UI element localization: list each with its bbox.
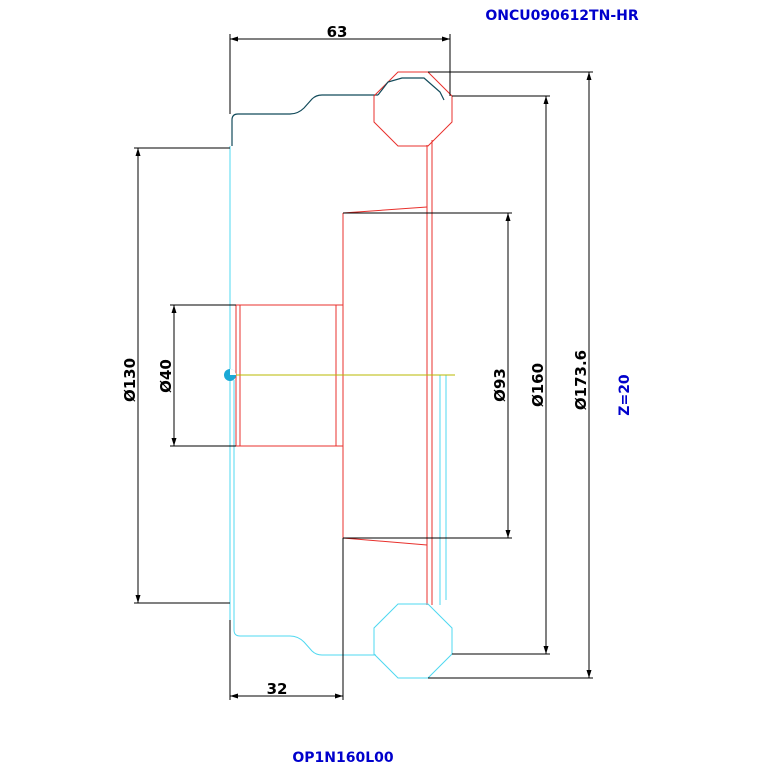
dim-130-label: Ø130 [121, 358, 139, 402]
dim-dia-40 [170, 304, 236, 447]
dim-dia-130 [134, 147, 230, 604]
insert-bottom [373, 603, 453, 679]
origin-marker-quadrant [230, 369, 236, 375]
dim-63-label: 63 [327, 23, 348, 41]
insert-top [373, 71, 453, 147]
body-outline-top [231, 94, 378, 146]
dim-32-label: 32 [267, 680, 288, 698]
insert-top-edge [377, 77, 445, 101]
dim-93-label: Ø93 [491, 368, 509, 402]
lower-profile [229, 146, 455, 656]
part-code: OP1N160L00 [292, 750, 394, 766]
dim-dia-93 [343, 212, 512, 539]
dim-160-label: Ø160 [529, 363, 547, 407]
dim-173-label: Ø173.6 [572, 350, 590, 410]
dim-40-label: Ø40 [157, 359, 175, 393]
upper-profile [235, 140, 441, 605]
dim-dia-160 [452, 95, 550, 655]
teeth-count: Z=20 [617, 374, 633, 416]
dim-width-63 [229, 34, 451, 114]
dim-dia-173 [428, 71, 593, 679]
insert-code: ONCU090612TN-HR [485, 8, 639, 24]
dim-width-32 [229, 538, 344, 700]
